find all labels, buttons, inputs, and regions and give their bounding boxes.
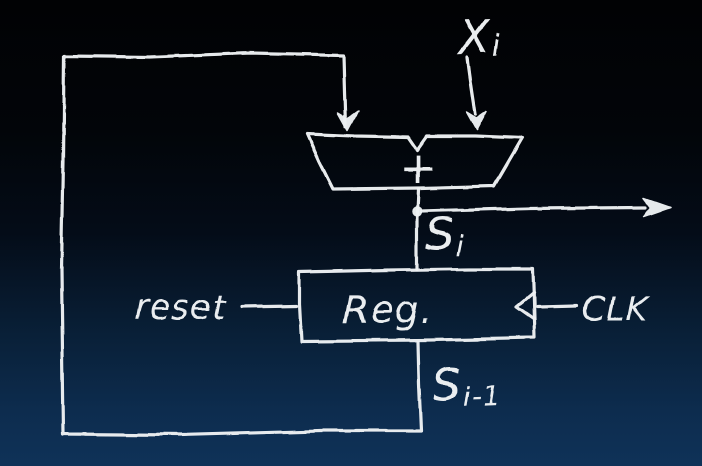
sum-wire — [415, 187, 420, 271]
si-minus-1-label: Si-1 — [432, 358, 501, 414]
output-arrowhead-icon — [643, 197, 671, 217]
clk-wire — [535, 304, 579, 309]
xi-arrowhead-icon — [466, 110, 488, 131]
xi-label: Xi — [455, 9, 502, 66]
register-label: Reg. — [343, 288, 433, 332]
reset-wire — [240, 304, 298, 309]
adder-shape — [305, 132, 524, 191]
feedback-arrowhead-icon — [337, 110, 359, 131]
sum-output-wire — [419, 205, 648, 213]
xi-input-wire — [466, 56, 478, 116]
si-label: Si — [426, 209, 464, 262]
plus-label: + — [399, 143, 437, 194]
clk-label: CLK — [582, 289, 649, 328]
reset-label: reset — [134, 288, 227, 328]
clock-edge-triangle-icon — [515, 291, 536, 321]
feedback-wire — [59, 51, 423, 437]
